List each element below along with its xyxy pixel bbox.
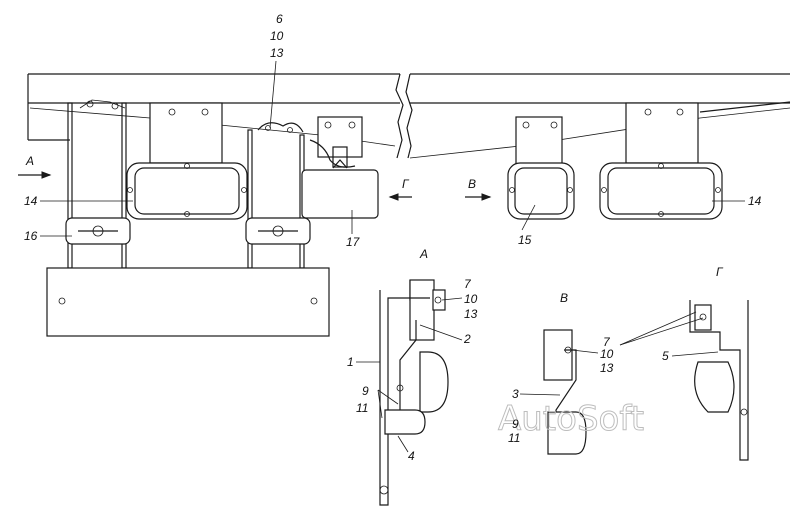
callout-10c: 10 [600, 347, 614, 361]
callout-10: 10 [270, 29, 284, 43]
tail-lamp-right [599, 162, 723, 220]
callout-5: 5 [662, 349, 669, 363]
view-arrow-a [18, 171, 52, 179]
callout-10b: 10 [464, 292, 478, 306]
callout-9a: 9 [362, 384, 369, 398]
detail-g [619, 300, 749, 461]
detail-v [543, 329, 587, 455]
callout-4: 4 [408, 449, 415, 463]
mounting-plate-left [149, 102, 223, 164]
detail-a [377, 279, 449, 506]
license-plate [46, 267, 330, 337]
tail-lamp-left [126, 162, 248, 220]
callout-7b: 7 [603, 335, 611, 349]
view-label-g: Г [402, 177, 410, 191]
callout-2: 2 [463, 332, 471, 346]
callout-15: 15 [518, 233, 532, 247]
detail-title-a: А [419, 247, 428, 261]
callout-11b: 11 [508, 431, 520, 445]
view-arrow-g [388, 193, 412, 201]
callout-13b: 13 [464, 307, 478, 321]
view-label-a: A [25, 154, 34, 168]
detail-title-v: В [560, 291, 568, 305]
callout-13: 13 [270, 46, 284, 60]
plate-lamp-right [245, 217, 311, 245]
callout-1: 1 [347, 355, 354, 369]
view-arrow-v [465, 193, 492, 201]
watermark: AutoSoft [498, 399, 644, 439]
callout-16: 16 [24, 229, 38, 243]
callout-6: 6 [276, 12, 283, 26]
mounting-plate-right-big [625, 102, 699, 164]
callout-14-right: 14 [748, 194, 762, 208]
reverse-lamp [301, 159, 379, 219]
detail-title-g: Г [716, 265, 724, 279]
callout-9b: 9 [512, 417, 519, 431]
plate-lamp-left [65, 217, 131, 245]
callout-17: 17 [346, 235, 361, 249]
callout-7: 7 [464, 277, 472, 291]
callout-3: 3 [512, 387, 519, 401]
frame-beam-right [405, 73, 791, 159]
view-label-v: В [468, 177, 476, 191]
callout-14-left: 14 [24, 194, 38, 208]
callout-11a: 11 [356, 401, 368, 415]
mounting-plate-g [317, 116, 363, 168]
marker-lamp [507, 162, 575, 220]
callout-13c: 13 [600, 361, 614, 375]
mounting-plate-right-small [515, 116, 563, 168]
